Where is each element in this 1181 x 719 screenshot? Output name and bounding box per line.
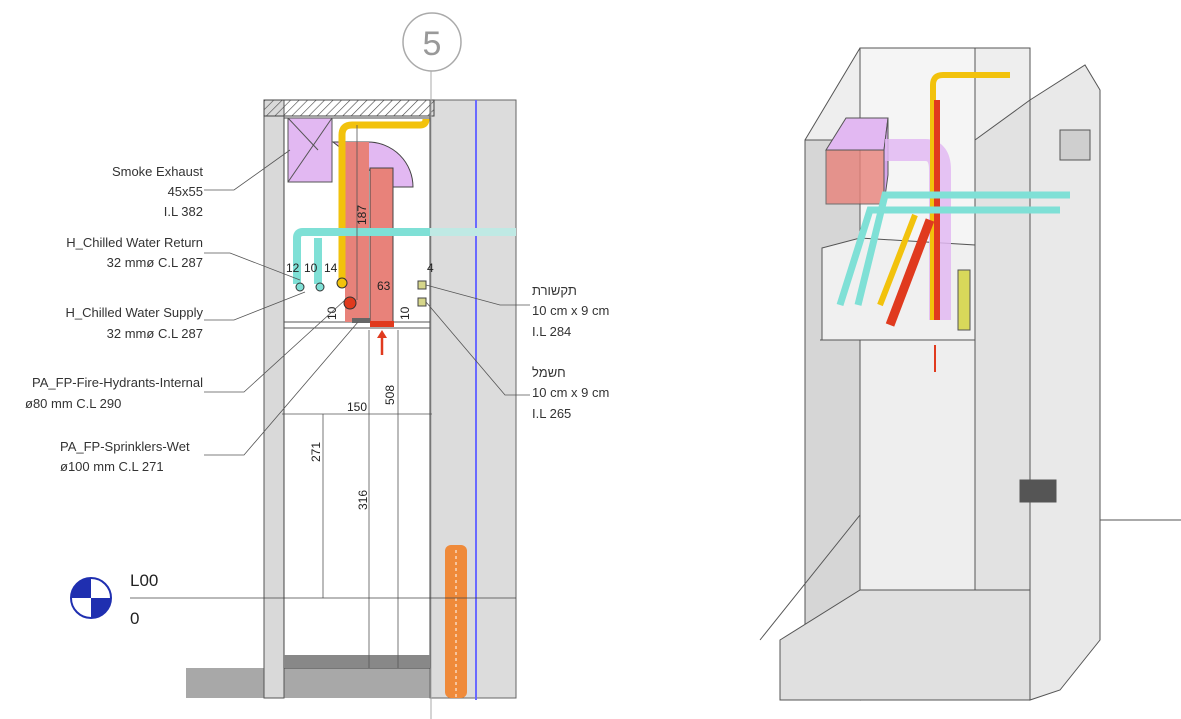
dim-10c: 10 xyxy=(398,306,412,320)
dim-63: 63 xyxy=(377,279,391,293)
grid-bubble-label: 5 xyxy=(423,25,442,63)
electric-tray xyxy=(417,297,427,307)
svg-text:PA_FP-Sprinklers-Wet: PA_FP-Sprinklers-Wet xyxy=(60,439,190,454)
svg-text:32 mmø C.L 287: 32 mmø C.L 287 xyxy=(107,255,203,270)
cable-tray xyxy=(445,545,467,698)
level-marker-icon xyxy=(70,577,112,619)
3d-smoke-duct xyxy=(825,149,885,205)
grid-bubble xyxy=(402,12,462,72)
svg-text:H_Chilled Water Return: H_Chilled Water Return xyxy=(66,235,203,250)
tag-chilled-water-return: H_Chilled Water Return 32 mmø C.L 287 xyxy=(66,235,203,270)
svg-text:חשמל: חשמל xyxy=(532,365,566,380)
tag-communications: תקשורת 10 cm x 9 cm I.L 284 xyxy=(532,283,609,339)
comms-tray xyxy=(417,280,427,290)
sprinkler-pipe xyxy=(352,318,370,323)
isometric-view xyxy=(759,47,1181,701)
base xyxy=(284,655,430,668)
dim-150: 150 xyxy=(347,400,367,414)
dim-14: 14 xyxy=(324,261,338,275)
svg-text:ø80 mm C.L 290: ø80 mm C.L 290 xyxy=(25,396,121,411)
svg-text:10 cm x 9 cm: 10 cm x 9 cm xyxy=(532,303,609,318)
dim-508: 508 xyxy=(383,385,397,405)
yellow-pipe xyxy=(338,118,430,280)
svg-text:45x55: 45x55 xyxy=(168,184,203,199)
svg-text:I.L 382: I.L 382 xyxy=(164,204,203,219)
svg-text:ø100 mm C.L 271: ø100 mm C.L 271 xyxy=(60,459,164,474)
section-view: 5 187 6 xyxy=(25,12,609,719)
dim-187: 187 xyxy=(355,205,369,225)
dim-271: 271 xyxy=(309,442,323,462)
tag-smoke-exhaust: Smoke Exhaust 45x55 I.L 382 xyxy=(112,164,203,219)
svg-text:תקשורת: תקשורת xyxy=(532,283,577,298)
tag-electrical: חשמל 10 cm x 9 cm I.L 265 xyxy=(532,365,609,421)
tag-fire-hydrants: PA_FP-Fire-Hydrants-Internal ø80 mm C.L … xyxy=(25,375,203,411)
svg-text:I.L 284: I.L 284 xyxy=(532,324,571,339)
chilled-water-return-pipe xyxy=(293,228,430,284)
svg-text:32 mmø C.L 287: 32 mmø C.L 287 xyxy=(107,326,203,341)
left-wall xyxy=(263,99,285,699)
vertical-duct xyxy=(369,167,394,323)
dim-316: 316 xyxy=(356,490,370,510)
top-slab xyxy=(263,99,435,117)
tag-sprinklers-wet: PA_FP-Sprinklers-Wet ø100 mm C.L 271 xyxy=(60,439,190,474)
svg-text:Smoke Exhaust: Smoke Exhaust xyxy=(112,164,203,179)
svg-text:I.L 265: I.L 265 xyxy=(532,406,571,421)
dim-4: 4 xyxy=(427,261,434,275)
dim-12: 12 xyxy=(286,261,300,275)
dim-10a: 10 xyxy=(304,261,318,275)
svg-text:PA_FP-Fire-Hydrants-Internal: PA_FP-Fire-Hydrants-Internal xyxy=(32,375,203,390)
right-wall xyxy=(429,99,517,699)
yellow-pipe-section xyxy=(336,277,348,289)
svg-text:10 cm x 9 cm: 10 cm x 9 cm xyxy=(532,385,609,400)
level-name: L00 xyxy=(130,571,158,590)
fire-hydrant-pipe xyxy=(343,296,357,310)
tag-chilled-water-supply: H_Chilled Water Supply 32 mmø C.L 287 xyxy=(65,305,203,341)
dim-10b: 10 xyxy=(325,306,339,320)
level-elevation: 0 xyxy=(130,609,139,628)
svg-text:H_Chilled Water Supply: H_Chilled Water Supply xyxy=(65,305,203,320)
